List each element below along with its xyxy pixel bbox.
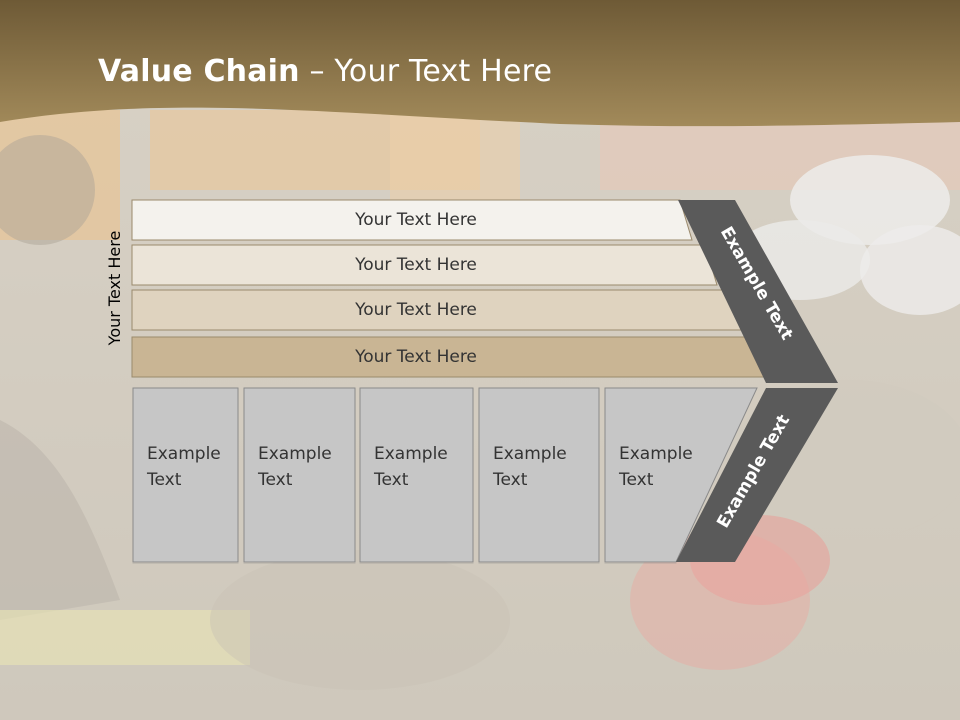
example-box	[359, 387, 474, 563]
example-box	[478, 387, 600, 563]
slide-title: Value Chain – Your Text Here	[98, 54, 552, 89]
title-bold: Value Chain	[98, 54, 300, 89]
chevron-upper-segment	[678, 200, 838, 383]
title-rest: – Your Text Here	[299, 54, 553, 89]
example-box-label: Text	[257, 470, 293, 490]
example-box-label: Example	[147, 444, 221, 464]
bar-label: Your Text Here	[354, 255, 477, 275]
example-box-label: Example	[493, 444, 567, 464]
example-box-label: Text	[618, 470, 654, 490]
example-box-label: Example	[374, 444, 448, 464]
chevron-lower-segment	[676, 388, 838, 562]
example-box-label: Text	[146, 470, 182, 490]
value-chain-bar	[131, 244, 718, 286]
example-box	[132, 387, 239, 563]
example-box-label: Text	[373, 470, 409, 490]
bar-label: Your Text Here	[354, 210, 477, 230]
value-chain-bar	[131, 199, 693, 241]
example-box-label: Example	[258, 444, 332, 464]
example-box-label: Text	[492, 470, 528, 490]
bar-label: Your Text Here	[354, 300, 477, 320]
example-box	[243, 387, 356, 563]
example-box-label: Example	[619, 444, 693, 464]
reflection	[132, 563, 757, 720]
bar-label: Your Text Here	[354, 347, 477, 367]
